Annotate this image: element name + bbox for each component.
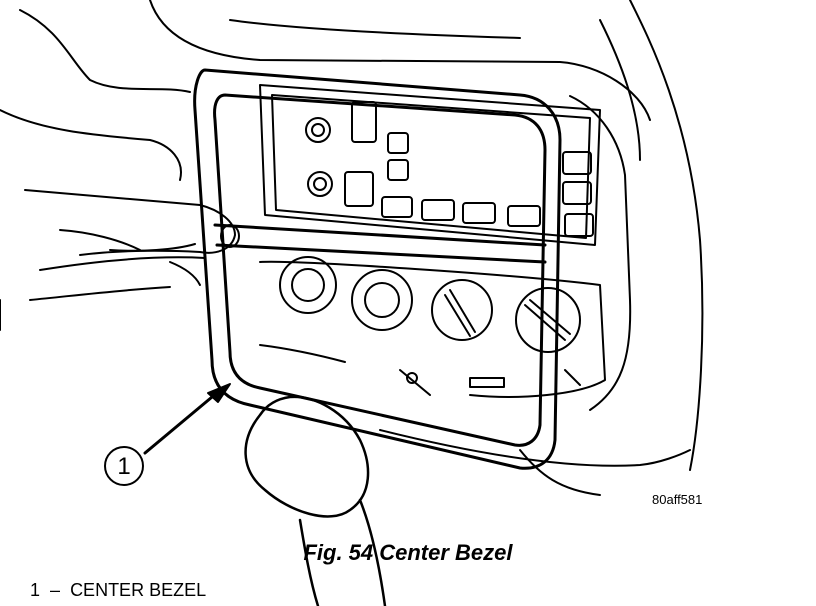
- legend-item: 1 – CENTER BEZEL: [30, 580, 206, 601]
- legend: 1 – CENTER BEZEL: [30, 580, 206, 601]
- legend-label: CENTER BEZEL: [70, 580, 207, 600]
- callout-1: 1: [104, 446, 144, 486]
- callout-number: 1: [117, 453, 130, 480]
- mounting-bracket: [259, 344, 581, 396]
- hand-illustration: [0, 9, 240, 331]
- center-bezel-frame: [193, 68, 562, 470]
- legend-dash: –: [50, 580, 61, 600]
- dashboard-outline: [149, 0, 704, 496]
- callout-arrow: [143, 383, 231, 455]
- legend-number: 1: [30, 580, 41, 600]
- radio-panel: [259, 84, 601, 246]
- hvac-knobs: [259, 256, 606, 398]
- image-code: 80aff581: [652, 492, 703, 507]
- shifter-knob: [244, 395, 387, 606]
- figure-caption: Fig. 54 Center Bezel: [303, 540, 513, 565]
